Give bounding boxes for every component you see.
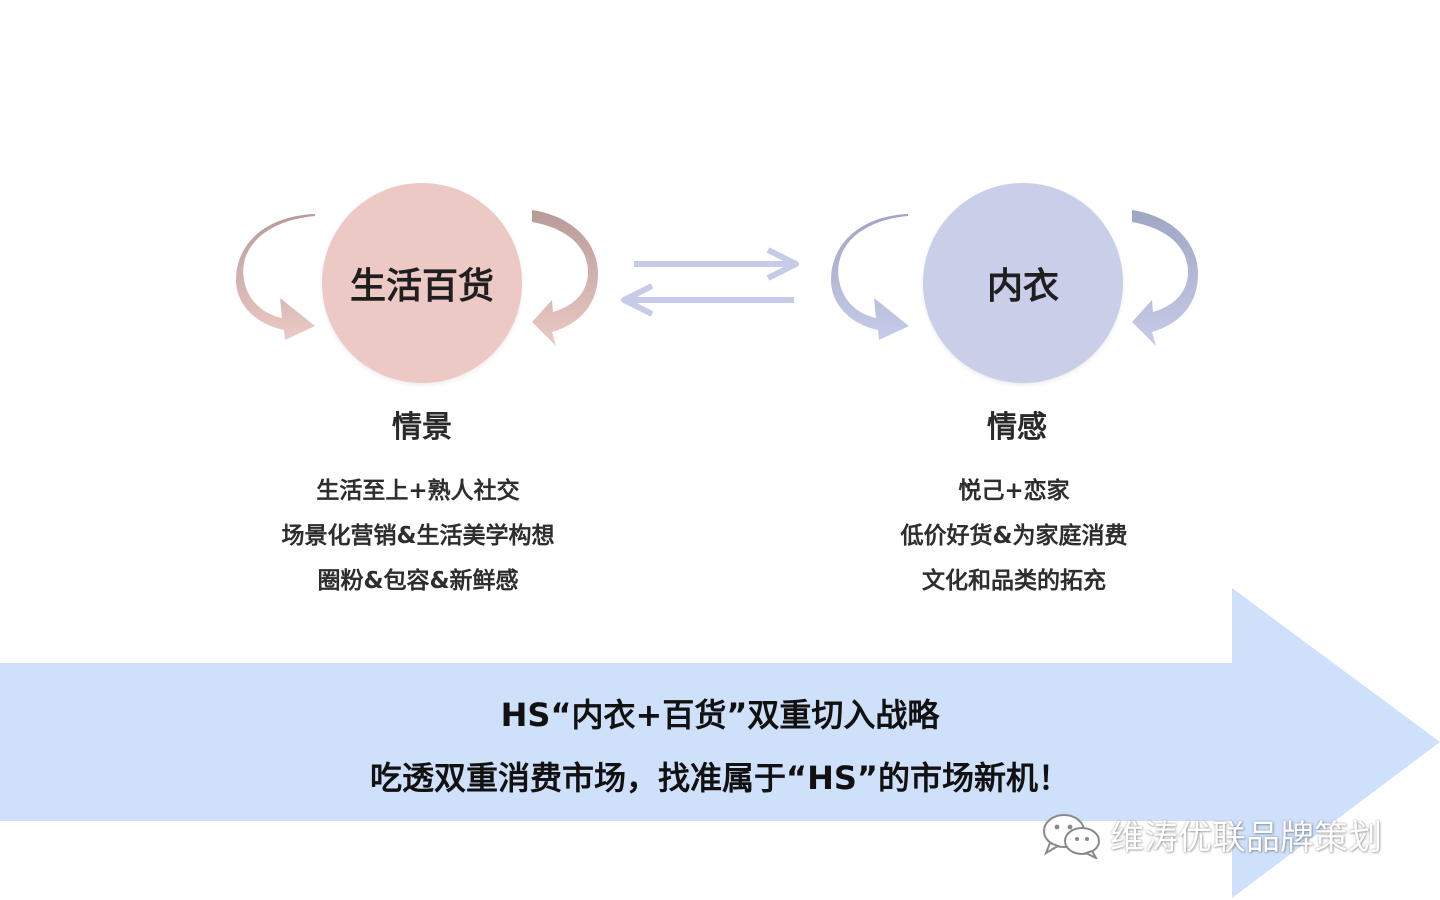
circle-daily-goods-label: 生活百货	[349, 266, 494, 307]
banner-subtitle: 吃透双重消费市场，找准属于“HS”的市场新机！	[370, 759, 1070, 797]
right-line-2: 低价好货&为家庭消费	[900, 523, 1128, 549]
right-cycle-arrow-a	[831, 214, 909, 340]
left-description: 生活至上+熟人社交 场景化营销&生活美学构想 圈粉&包容&新鲜感	[208, 469, 628, 604]
circle-underwear: 内衣	[923, 183, 1123, 383]
circle-daily-goods: 生活百货	[322, 183, 522, 383]
circle-underwear-label: 内衣	[986, 266, 1059, 307]
left-line-2: 场景化营销&生活美学构想	[281, 523, 555, 549]
watermark: 维涛优联品牌策划	[1040, 810, 1382, 859]
left-cycle-arrow-a	[236, 214, 315, 340]
left-cycle-arrow-b	[532, 210, 598, 346]
watermark-text: 维涛优联品牌策划	[1110, 818, 1382, 858]
banner-title: HS“内衣+百货”双重切入战略	[500, 696, 940, 734]
heading-scene: 情景	[392, 410, 452, 445]
left-line-1: 生活至上+熟人社交	[316, 478, 520, 504]
right-line-3: 文化和品类的拓充	[922, 568, 1106, 594]
heading-emotion: 情感	[987, 410, 1047, 445]
right-line-1: 悦己+恋家	[958, 478, 1070, 504]
wechat-icon	[1043, 813, 1100, 859]
left-line-3: 圈粉&包容&新鲜感	[317, 568, 519, 594]
right-cycle-arrow-b	[1132, 210, 1198, 346]
right-description: 悦己+恋家 低价好货&为家庭消费 文化和品类的拓充	[804, 469, 1224, 604]
